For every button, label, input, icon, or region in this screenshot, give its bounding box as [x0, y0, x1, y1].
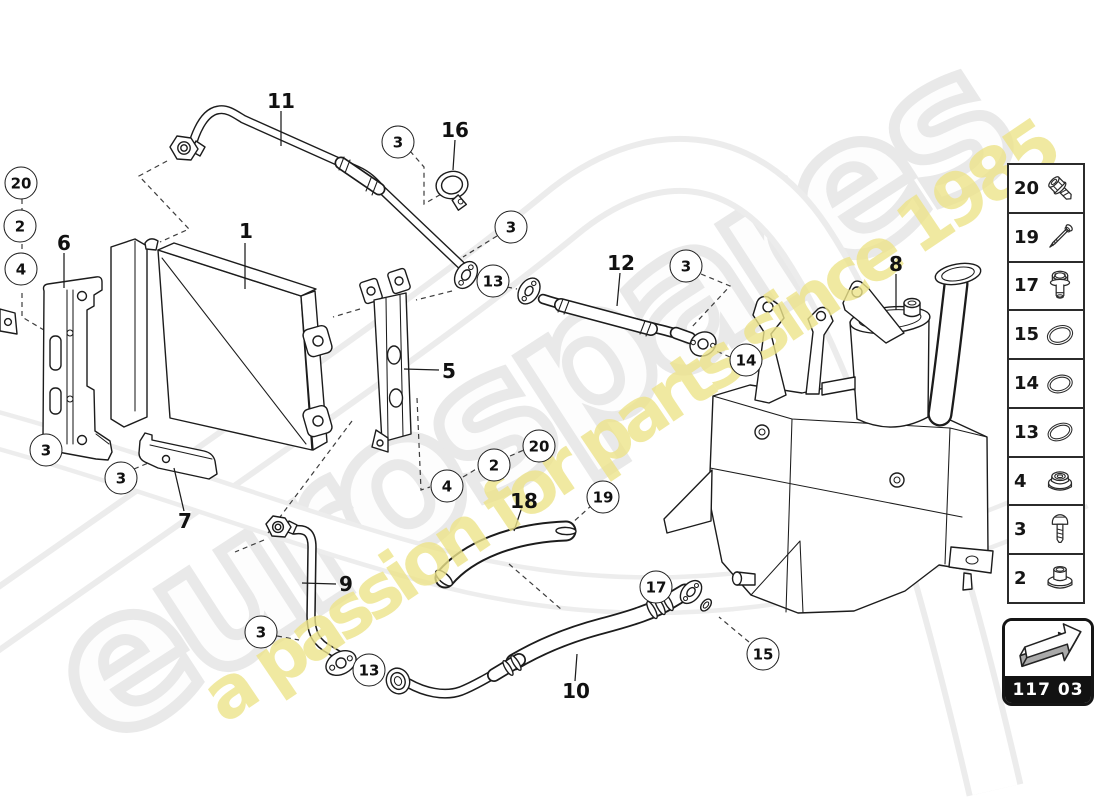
- part-label-10: 10: [562, 679, 590, 703]
- part-grommet: [435, 170, 469, 211]
- hose-end-stub: [699, 598, 713, 612]
- arrow-area: [1005, 621, 1091, 676]
- callout-2[interactable]: 2: [477, 448, 511, 482]
- part-label-9: 9: [339, 572, 353, 596]
- part-number: 2: [1014, 568, 1027, 590]
- callout-3[interactable]: 3: [244, 615, 278, 649]
- part-bracket-middle: [359, 267, 412, 453]
- callout-3[interactable]: 3: [104, 461, 138, 495]
- parts-list-row-3[interactable]: 3: [1009, 504, 1083, 554]
- callout-19[interactable]: 19: [586, 480, 620, 514]
- callout-2[interactable]: 2: [3, 209, 37, 243]
- callout-3[interactable]: 3: [669, 249, 703, 283]
- part-label-7: 7: [178, 509, 192, 533]
- tank-bracket-arm: [805, 306, 834, 395]
- cooler-port: [144, 238, 159, 251]
- parts-list-row-14[interactable]: 14: [1009, 358, 1083, 407]
- callout-20[interactable]: 20: [4, 166, 38, 200]
- callout-15[interactable]: 15: [746, 637, 780, 671]
- callout-13[interactable]: 13: [352, 653, 386, 687]
- part-number: 19: [1014, 226, 1040, 248]
- part-oil-cooler: [110, 238, 333, 451]
- callout-3[interactable]: 3: [29, 433, 63, 467]
- part-edge-tab: [0, 308, 18, 335]
- o-ring-icon: [1046, 324, 1074, 345]
- hose-flange-disc: [689, 331, 717, 357]
- part-label-1: 1: [239, 219, 253, 243]
- parts-list-row-13[interactable]: 13: [1009, 406, 1083, 456]
- direction-arrow-icon: [1019, 622, 1082, 667]
- pipe-flange: [325, 650, 357, 676]
- tank-bracket-arm: [752, 295, 787, 404]
- part-label-16: 16: [441, 118, 469, 142]
- part-hose-sleeve: [434, 520, 577, 589]
- parts-list-row-17[interactable]: 17: [1009, 260, 1083, 310]
- o-ring-icon: [1047, 422, 1073, 442]
- part-number: 15: [1014, 324, 1040, 346]
- part-label-8: 8: [889, 252, 903, 276]
- screw-plug-icon: [1049, 270, 1071, 299]
- long-pin-icon: [1049, 224, 1073, 248]
- parts-list-row-20[interactable]: 20: [1009, 165, 1083, 212]
- part-oil-tank: [663, 262, 994, 614]
- parts-list-row-4[interactable]: 4: [1009, 455, 1083, 505]
- callout-13[interactable]: 13: [476, 264, 510, 298]
- callout-20[interactable]: 20: [522, 429, 556, 463]
- part-label-18: 18: [510, 489, 538, 513]
- part-number: 3: [1014, 519, 1027, 541]
- part-bracket-lower: [138, 432, 218, 480]
- part-label-12: 12: [607, 251, 635, 275]
- cap-grommet-icon: [1047, 565, 1073, 589]
- part-oil-hose-long: [385, 579, 713, 699]
- pan-head-screw-icon: [1051, 514, 1069, 543]
- part-number: 14: [1014, 373, 1040, 395]
- part-number: 20: [1014, 177, 1040, 199]
- callout-17[interactable]: 17: [639, 570, 673, 604]
- part-number: 13: [1014, 421, 1040, 443]
- callout-4[interactable]: 4: [430, 469, 464, 503]
- part-label-5: 5: [442, 359, 456, 383]
- part-label-11: 11: [267, 89, 295, 113]
- hose-ring-fitting: [385, 667, 411, 695]
- flange-bolt-icon: [1048, 176, 1072, 201]
- parts-list-row-15[interactable]: 15: [1009, 309, 1083, 359]
- part-oil-hose-middle: [517, 277, 717, 357]
- hose-flange: [517, 277, 541, 305]
- tank-cylinder: [849, 316, 930, 428]
- page-code-label: 117 03: [1005, 676, 1091, 703]
- part-bracket-left: [42, 276, 113, 461]
- part-number: 4: [1014, 470, 1027, 492]
- parts-list-row-2[interactable]: 2: [1009, 553, 1083, 603]
- parts-list-row-19[interactable]: 19: [1009, 211, 1083, 261]
- part-oil-pipe-upper: [169, 105, 479, 290]
- part-number: 17: [1014, 275, 1040, 297]
- hose-end-flange: [679, 579, 703, 605]
- callout-14[interactable]: 14: [729, 343, 763, 377]
- callout-4[interactable]: 4: [4, 252, 38, 286]
- callout-3[interactable]: 3: [381, 125, 415, 159]
- grommet-icon: [1047, 471, 1073, 491]
- page-code-box[interactable]: 117 03: [1002, 618, 1094, 706]
- parts-list-table: 20 19: [1007, 163, 1085, 604]
- part-oil-pipe-lower: [265, 515, 357, 676]
- part-label-6: 6: [57, 231, 71, 255]
- o-ring-icon: [1047, 374, 1073, 393]
- label-leader-lines: [63, 111, 897, 682]
- pipe-flange: [453, 260, 479, 290]
- callout-3[interactable]: 3: [494, 210, 528, 244]
